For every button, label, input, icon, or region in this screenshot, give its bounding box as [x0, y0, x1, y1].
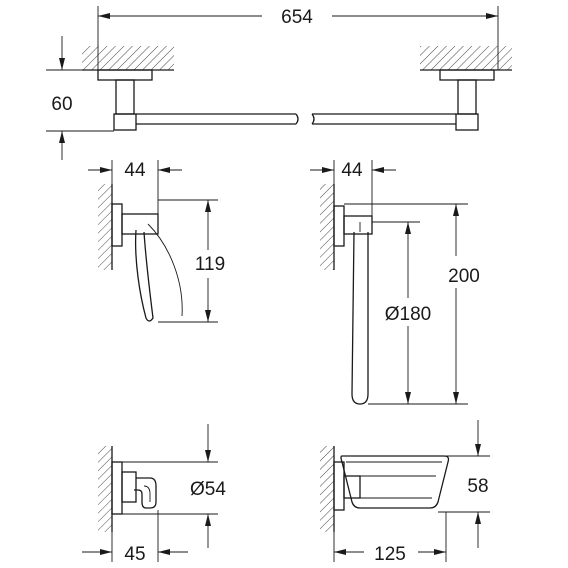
dim-towel-bar-length: 654 [281, 7, 313, 28]
robe-hook-drawing: Ø54 45 [82, 424, 226, 565]
wall-hatch [320, 446, 334, 532]
wall-hatch [98, 184, 112, 270]
bar-left-rosette [97, 69, 153, 81]
dim-robe-hook-projection: 45 [124, 544, 145, 565]
wall-hatch [320, 184, 334, 270]
bar-right-rosette [439, 69, 495, 81]
wall-hatch-right [420, 46, 512, 70]
dim-towel-ring-height: 200 [448, 266, 480, 287]
dim-soap-dish-projection: 125 [374, 544, 406, 565]
towel-bar-drawing: 654 60 [46, 6, 512, 160]
dim-towel-bar-projection: 60 [51, 94, 72, 115]
dim-towel-ring-diameter: Ø180 [385, 304, 431, 325]
wall-hatch-left [82, 46, 174, 70]
dim-towel-ring-projection: 44 [341, 160, 363, 181]
towel-ring-drawing: 44 Ø180 200 [310, 160, 480, 405]
soap-dish-drawing: 58 125 [320, 420, 490, 565]
dim-robe-hook-diameter: Ø54 [190, 479, 226, 500]
dim-paper-holder-height: 119 [195, 254, 225, 275]
soap-dish-bowl [340, 455, 450, 509]
hook-rosette [111, 461, 123, 515]
wall-hatch [98, 446, 112, 532]
dim-soap-dish-height: 58 [467, 476, 488, 497]
paper-holder-drawing: 44 119 [88, 160, 225, 323]
dim-paper-holder-projection: 44 [124, 160, 146, 181]
